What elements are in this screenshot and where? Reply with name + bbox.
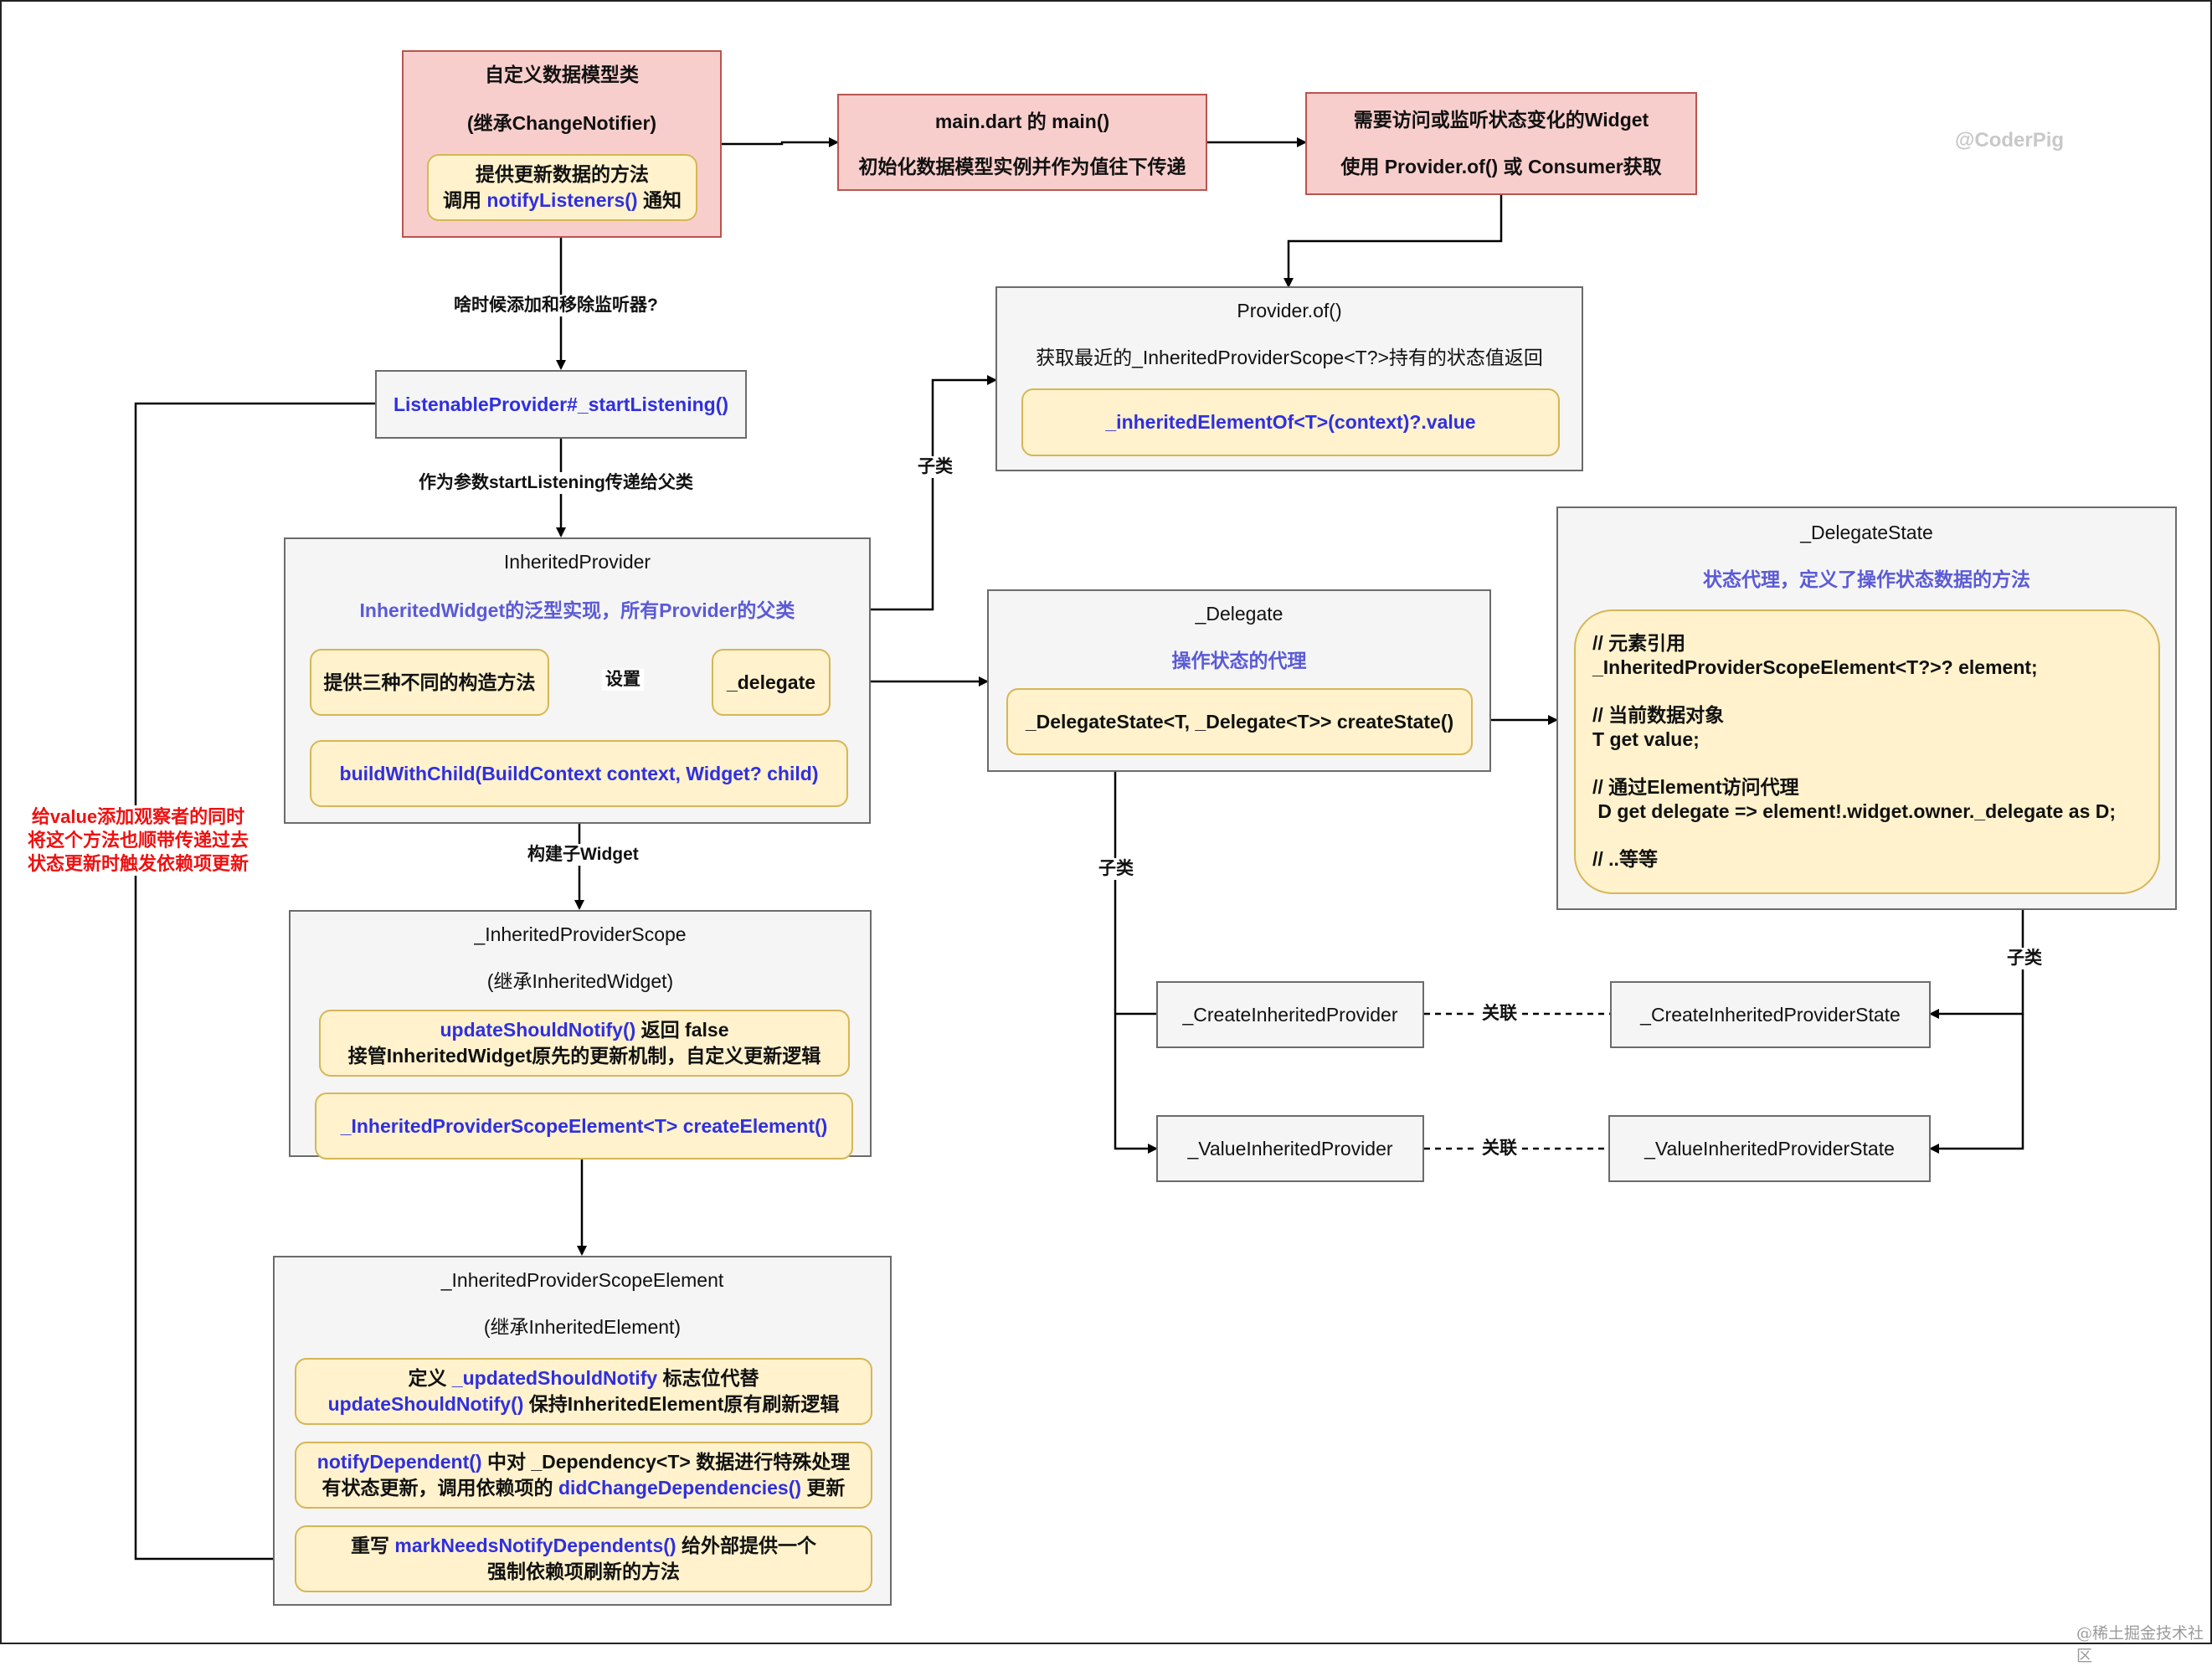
- author-watermark: @CoderPig: [1955, 129, 2065, 152]
- updated-flag-line1: 定义 _updatedShouldNotify 标志位代替: [408, 1367, 759, 1389]
- consumer-widget-box: 需要访问或监听状态变化的Widget 使用 Provider.of() 或 Co…: [1305, 92, 1697, 195]
- update-should-notify-line2: 接管InheritedWidget原先的更新机制，自定义更新逻辑: [347, 1045, 821, 1067]
- label-subclass-state: 子类: [2004, 948, 2045, 969]
- update-should-notify-box: updateShouldNotify() 返回 false 接管Inherite…: [319, 1010, 850, 1077]
- delegate-box: _Delegate 操作状态的代理 _DelegateState<T, _Del…: [987, 589, 1491, 772]
- updated-should-notify-box: 定义 _updatedShouldNotify 标志位代替 updateShou…: [295, 1358, 872, 1425]
- red-note: 给value添加观察者的同时 将这个方法也顺带传递过去 状态更新时触发依赖项更新: [17, 805, 260, 876]
- create-state-box: _DelegateState<T, _Delegate<T>> createSt…: [1006, 688, 1473, 755]
- inherited-provider-title: InheritedProvider: [503, 551, 651, 573]
- edge-state-to-value-state: [1929, 1014, 2024, 1154]
- model-class-title: 自定义数据模型类: [485, 64, 639, 85]
- label-setting: 设置: [602, 669, 644, 691]
- code-blank: [1592, 824, 2142, 847]
- scope-element-title: _InheritedProviderScopeElement: [440, 1269, 724, 1291]
- site-watermark: @稀土掘金技术社区: [2076, 1624, 2204, 1665]
- label-subclass-delegate: 子类: [1095, 858, 1137, 880]
- model-update-line1: 提供更新数据的方法: [476, 163, 649, 185]
- delegate-field-box: _delegate: [712, 649, 831, 716]
- edge-delegate-subclasses: [1114, 772, 1156, 1149]
- scope-element-subtitle: (继承InheritedElement): [483, 1316, 682, 1338]
- edge-listenable-to-element: [134, 402, 375, 1564]
- updated-should-notify-field: _updatedShouldNotify: [451, 1367, 658, 1389]
- scope-title: _InheritedProviderScope: [474, 923, 687, 945]
- code-line: // 当前数据对象: [1592, 704, 1725, 726]
- value-inherited-provider-state-box: _ValueInheritedProviderState: [1608, 1115, 1931, 1182]
- mark-needs-notify-line1: 重写 markNeedsNotifyDependents() 给外部提供一个: [351, 1535, 816, 1556]
- main-dart-line2: 初始化数据模型实例并作为值往下传递: [858, 156, 1186, 177]
- model-update-method-box: 提供更新数据的方法 调用 notifyListeners() 通知: [427, 154, 697, 221]
- inherited-provider-box: InheritedProvider InheritedWidget的泛型实现，所…: [284, 537, 871, 824]
- did-change-dependencies-method: didChangeDependencies(): [558, 1477, 802, 1499]
- listenable-provider-box: ListenableProvider#_startListening(): [375, 370, 747, 439]
- value-inherited-provider-label: _ValueInheritedProvider: [1187, 1137, 1393, 1160]
- update-should-notify-line1: updateShouldNotify() 返回 false: [440, 1019, 729, 1041]
- notify-dependent-line2: 有状态更新，调用依赖项的 didChangeDependencies() 更新: [322, 1477, 846, 1499]
- create-inherited-provider-state-box: _CreateInheritedProviderState: [1610, 981, 1931, 1048]
- delegate-title: _Delegate: [1195, 603, 1283, 625]
- code-line: // 通过Element访问代理: [1592, 776, 1799, 798]
- notify-dependent-line1: notifyDependent() 中对 _Dependency<T> 数据进行…: [316, 1451, 851, 1473]
- label-build-child: 构建子Widget: [524, 844, 642, 866]
- code-line: _InheritedProviderScopeElement<T?>? elem…: [1592, 656, 2038, 678]
- label-subclass-providerof: 子类: [914, 456, 956, 478]
- provider-of-box: Provider.of() 获取最近的_InheritedProviderSco…: [995, 286, 1583, 471]
- create-element-box: _InheritedProviderScopeElement<T> create…: [315, 1093, 853, 1160]
- build-with-child-box: buildWithChild(BuildContext context, Wid…: [310, 740, 848, 807]
- model-class-box: 自定义数据模型类 (继承ChangeNotifier) 提供更新数据的方法 调用…: [402, 50, 722, 238]
- mark-needs-notify-line2: 强制依赖项刷新的方法: [487, 1561, 680, 1582]
- scope-subtitle: (继承InheritedWidget): [486, 970, 674, 992]
- mark-needs-notify-box: 重写 markNeedsNotifyDependents() 给外部提供一个 强…: [295, 1525, 872, 1592]
- main-dart-line1: main.dart 的 main(): [934, 111, 1110, 132]
- inherited-provider-scope-element-box: _InheritedProviderScopeElement (继承Inheri…: [273, 1256, 892, 1606]
- main-dart-box: main.dart 的 main() 初始化数据模型实例并作为值往下传递: [837, 94, 1207, 191]
- provider-of-title: Provider.of(): [1237, 300, 1342, 321]
- code-line: T get value;: [1592, 728, 1700, 750]
- notify-dependent-method: notifyDependent(): [316, 1451, 482, 1473]
- model-class-subtitle: (继承ChangeNotifier): [466, 112, 657, 134]
- label-related-create: 关联: [1479, 1003, 1520, 1025]
- red-note-line: 给value添加观察者的同时: [31, 806, 245, 827]
- notify-dependent-box: notifyDependent() 中对 _Dependency<T> 数据进行…: [295, 1442, 872, 1509]
- code-line: D get delegate => element!.widget.owner.…: [1592, 800, 2117, 822]
- create-inherited-provider-state-label: _CreateInheritedProviderState: [1640, 1003, 1901, 1026]
- create-inherited-provider-label: _CreateInheritedProvider: [1182, 1003, 1398, 1026]
- code-blank: [1592, 752, 2142, 775]
- updated-flag-line2: updateShouldNotify() 保持InheritedElement原…: [327, 1393, 840, 1415]
- edge-inherited-to-providerof: [871, 375, 997, 611]
- red-note-line: 将这个方法也顺带传递过去: [27, 830, 249, 851]
- constructors-box: 提供三种不同的构造方法: [310, 649, 549, 716]
- inherited-provider-scope-box: _InheritedProviderScope (继承InheritedWidg…: [289, 910, 872, 1160]
- label-related-value: 关联: [1479, 1138, 1520, 1160]
- code-line: // ..等等: [1592, 848, 1658, 870]
- provider-of-desc: 获取最近的_InheritedProviderScope<T?>持有的状态值返回: [1036, 347, 1543, 368]
- edge-model-to-main: [722, 137, 839, 147]
- red-note-line: 状态更新时触发依赖项更新: [27, 853, 249, 874]
- value-inherited-provider-state-label: _ValueInheritedProviderState: [1644, 1137, 1895, 1160]
- update-should-notify-method: updateShouldNotify(): [440, 1019, 636, 1041]
- consumer-widget-line1: 需要访问或监听状态变化的Widget: [1353, 109, 1649, 131]
- code-line: // 元素引用: [1592, 632, 1686, 654]
- delegate-state-box: _DelegateState 状态代理，定义了操作状态数据的方法 // 元素引用…: [1556, 506, 2177, 910]
- inherited-provider-desc: InheritedWidget的泛型实现，所有Provider的父类: [359, 599, 795, 621]
- model-update-line2: 调用 notifyListeners() 通知: [443, 189, 682, 211]
- delegate-state-desc: 状态代理，定义了操作状态数据的方法: [1703, 568, 2030, 590]
- create-inherited-provider-box: _CreateInheritedProvider: [1156, 981, 1424, 1048]
- listenable-provider-label: ListenableProvider#_startListening(): [393, 393, 729, 415]
- mark-needs-notify-dependents-method: markNeedsNotifyDependents(): [394, 1535, 676, 1556]
- delegate-state-code-box: // 元素引用 _InheritedProviderScopeElement<T…: [1574, 609, 2160, 894]
- notify-listeners-method: notifyListeners(): [486, 189, 638, 211]
- delegate-desc: 操作状态的代理: [1171, 650, 1307, 671]
- update-should-notify-method: updateShouldNotify(): [327, 1393, 524, 1415]
- consumer-widget-line2: 使用 Provider.of() 或 Consumer获取: [1340, 156, 1662, 177]
- label-when-listen: 啥时候添加和移除监听器?: [450, 295, 661, 316]
- inherited-element-of-box: _inheritedElementOf<T>(context)?.value: [1021, 388, 1560, 456]
- label-as-param: 作为参数startListening传递给父类: [415, 472, 697, 494]
- code-blank: [1592, 680, 2142, 703]
- edge-widget-to-providerof: [1283, 195, 1503, 288]
- value-inherited-provider-box: _ValueInheritedProvider: [1156, 1115, 1424, 1182]
- delegate-state-title: _DelegateState: [1800, 522, 1933, 543]
